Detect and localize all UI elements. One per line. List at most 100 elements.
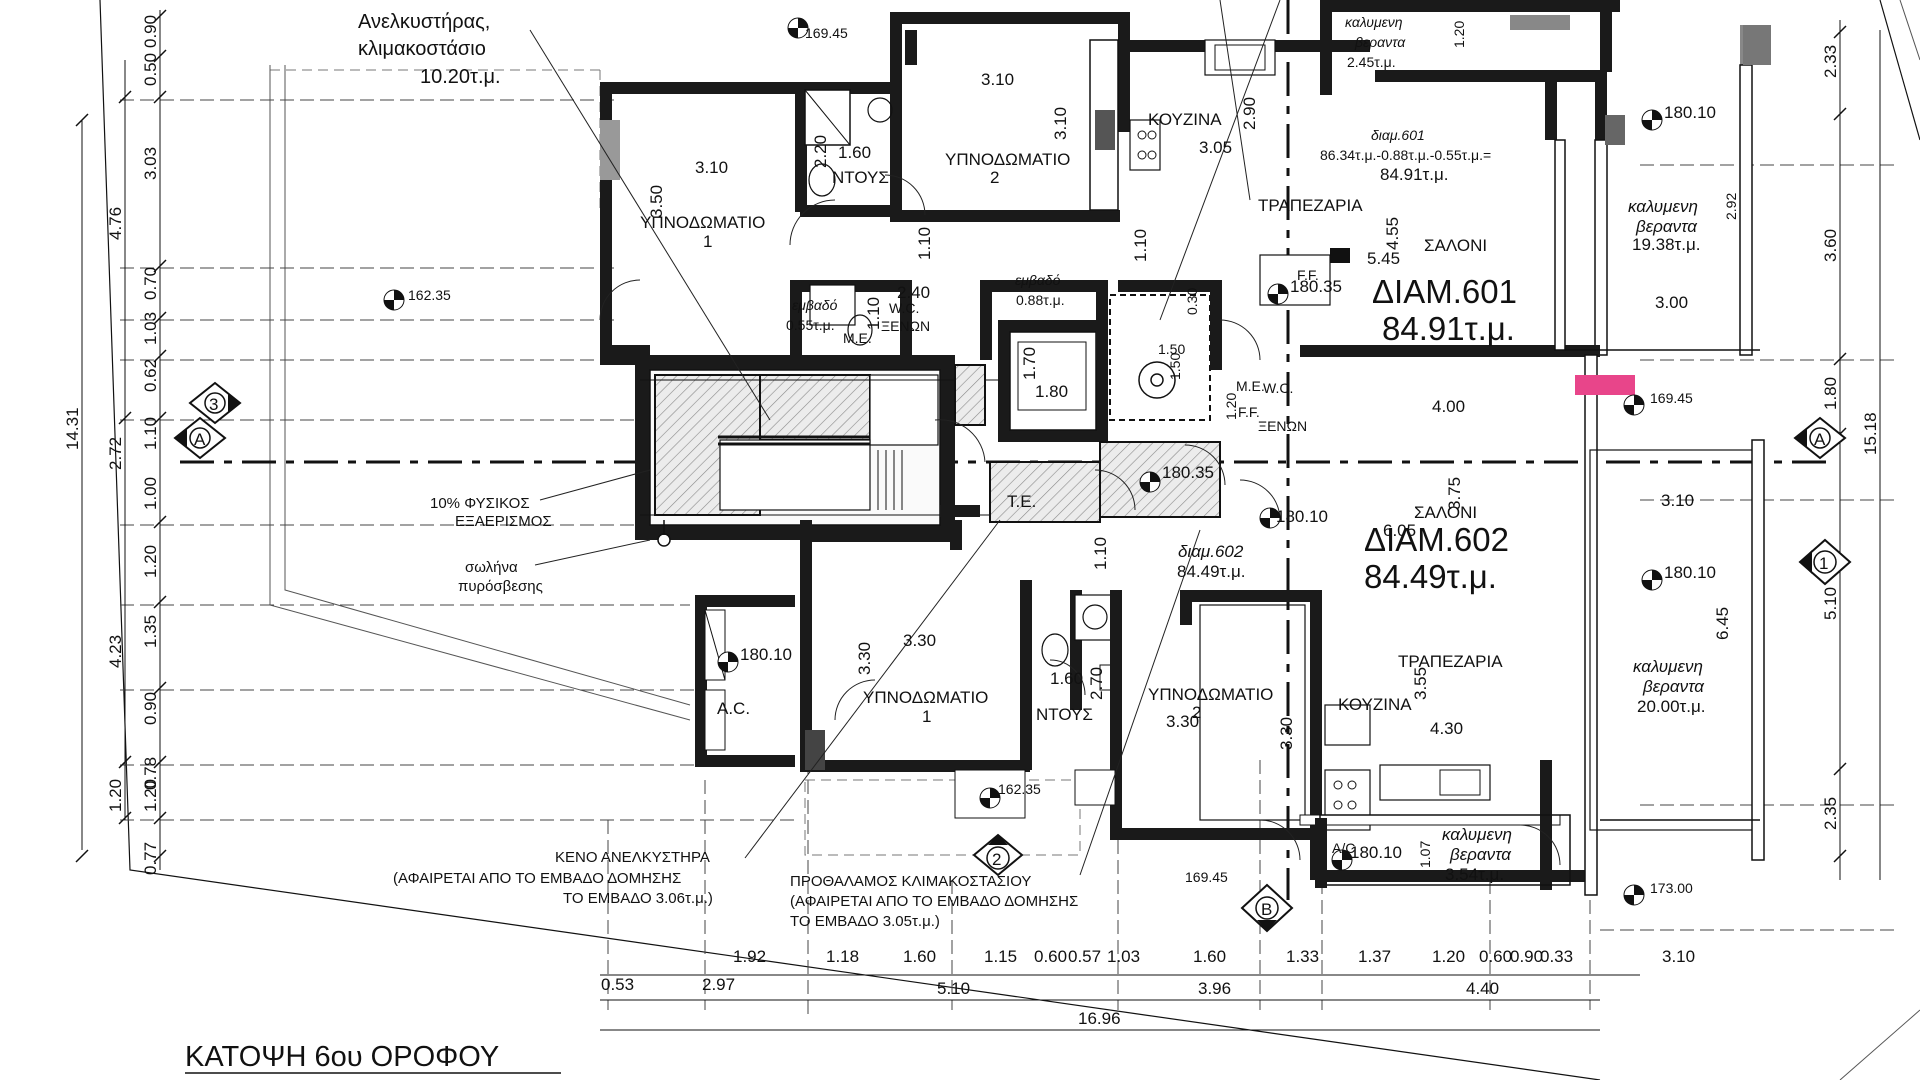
dim-left-2: 0.50 [141,53,160,86]
dim-bottom-r2-4: 3.96 [1198,979,1231,998]
dim-left-9: 1.20 [141,545,160,578]
apartment-602-labels: Τ.Ε. ΥΠΝΟΔΩΜΑΤΙΟ 1 ΥΠΝΟΔΩΜΑΤΙΟ 2 ΝΤΟΥΣ Κ… [717,378,1706,884]
calc-602-title: διαμ.602 [1178,542,1244,561]
dim-left-1: 0.90 [141,15,160,48]
dim-bottom-r2-1: 0.53 [601,975,634,994]
dim-1-07: 1.07 [1417,841,1433,868]
room-dining-601: ΤΡΑΠΕΖΑΡΙΑ [1258,196,1363,215]
dim-left-12: 0.78 [141,757,160,790]
dim-0-30: 0.30 [1184,288,1200,315]
annotation-elevator: Ανελκυστήρας, κλιμακοστάσιο 10.20τ.μ. [358,11,501,88]
dim-1-60-shower602: 1.60 [1050,669,1083,688]
room-bedroom-2-601: ΥΠΝΟΔΩΜΑΤΙΟ [945,150,1070,169]
room-living-602: ΣΑΛΟΝΙ [1414,503,1477,522]
apartment-601-name: ΔΙΑΜ.601 [1372,273,1517,310]
dim-left-3: 3.03 [141,147,160,180]
dim-bottom-2: 1.18 [826,947,859,966]
room-bedroom-1-602: ΥΠΝΟΔΩΜΑΤΙΟ [863,688,988,707]
site-boundary [99,0,1920,1080]
ff-core: F.F. [1238,404,1260,420]
level-162-35-left: 162.35 [408,287,451,303]
grid-marker-3: 3 [188,381,242,425]
annotation-stair-lobby-line3: ΤΟ ΕΜΒΑΔΟ 3.05τ.μ.) [790,913,940,930]
level-169-45-bottom: 169.45 [1185,869,1228,885]
lower-floor-outline [269,65,691,721]
grid-marker-A-right-label: A [1814,430,1826,449]
dim-bottom-1: 1.92 [733,947,766,966]
annotation-stair-lobby: ΠΡΟΘΑΛΑΜΟΣ ΚΛΙΜΑΚΟΣΤΑΣΙΟΥ (ΑΦΑΙΡΕΤΑΙ ΑΠΟ… [790,873,1078,930]
dim-bottom-15: 3.10 [1662,947,1695,966]
grid-marker-3-label: 3 [209,395,218,414]
dim-bottom-8: 1.60 [1193,947,1226,966]
calc-601-formula: 86.34τ.μ.-0.88τ.μ.-0.55τ.μ.= [1320,147,1491,163]
dim-bottom-6: 0.57 [1068,947,1101,966]
dim-2-20: 2.20 [811,135,830,168]
dim-bottom-9: 1.33 [1286,947,1319,966]
dim-bottom-r2-5: 4.40 [1466,979,1499,998]
grid-marker-A-left: A [173,416,227,460]
room-kitchen-601: ΚΟΥΖΙΝΑ [1148,110,1222,129]
dim-right-overall: 15.18 [1861,412,1880,455]
room-bedroom-1-602-num: 1 [922,707,931,726]
level-180-10-ac: 180.10 [740,645,792,664]
room-te: Τ.Ε. [1007,492,1036,511]
grid-marker-1-label: 1 [1819,554,1828,573]
embado-601-value: 0.88τ.μ. [1016,292,1065,308]
dim-bottom-4: 1.15 [984,947,1017,966]
dim-6-05: 6.05 [1383,521,1416,540]
dim-left-8: 1.00 [141,477,160,510]
grid-marker-B: B [1240,883,1294,933]
annotation-fire-pipe-line2: πυρόσβεσης [458,578,543,595]
veranda-south-602-a: καλυμενη [1442,825,1512,844]
dim-2-90: 2.90 [1240,97,1259,130]
dim-left-4: 0.70 [141,267,160,300]
dim-1-70: 1.70 [1020,347,1039,380]
apartment-601-walls [600,0,1771,370]
dim-bottom-overall: 16.96 [1078,1009,1121,1028]
veranda-east-602-area: 20.00τ.μ. [1637,697,1706,716]
grid-markers: 3 A A 1 2 B [173,381,1852,933]
dim-bottom-5: 0.60 [1034,947,1067,966]
dim-bottom-11: 1.20 [1432,947,1465,966]
embado-a-value: 0.55τ.μ. [786,317,835,333]
annotation-ventilation-line1: 10% ΦΥΣΙΚΟΣ [430,495,530,512]
dim-4-55: 4.55 [1383,217,1402,250]
veranda-top-601-a: καλυμενη [1345,14,1403,30]
dim-3-75: 3.75 [1445,477,1464,510]
dim-1-10-b: 1.10 [1131,229,1150,262]
dim-3-10-602: 3.10 [1661,491,1694,510]
dim-left-5: 1.03 [141,312,160,345]
veranda-east-602-b: βεραντα [1642,677,1705,696]
dim-left-overall: 14.31 [63,407,82,450]
annotation-elevator-line1: Ανελκυστήρας, [358,11,490,33]
level-180-10-veranda-602: 180.10 [1664,563,1716,582]
dim-6-45: 6.45 [1713,607,1732,640]
level-180-10-veranda-601: 180.10 [1664,103,1716,122]
veranda-east-601-area: 19.38τ.μ. [1632,235,1701,254]
calc-601-result: 84.91τ.μ. [1380,165,1449,184]
room-bedroom-2-601-num: 2 [990,168,999,187]
annotation-elevator-line3: 10.20τ.μ. [420,66,501,88]
calc-602-result: 84.49τ.μ. [1177,562,1246,581]
stair-core [635,294,1221,540]
dim-1-80: 1.80 [1035,382,1068,401]
dim-right-4: 5.10 [1821,587,1840,620]
dim-3-30-v1: 3.30 [855,642,874,675]
dim-right-1: 2.33 [1821,45,1840,78]
embado-601-label: εμβαδό [1015,272,1061,288]
drawing-title: ΚΑΤΟΨΗ 6ου ΟΡΟΦΟΥ [185,1041,499,1073]
level-180-10-ac2: 180.10 [1350,843,1402,862]
leader-lines [529,0,1281,876]
level-180-35-601: 180.35 [1290,277,1342,296]
dim-left-total-4: 1.20 [106,779,125,812]
level-markers: 169.45 162.35 180.35 180.10 169.45 180.3… [383,17,1716,906]
room-guest-601-label: ΞΕΝΩΝ [881,318,930,334]
dim-bottom-14: 0.33 [1540,947,1573,966]
room-shower-601: ΝΤΟΥΣ [832,168,889,187]
annotation-elevator-void: ΚΕΝΟ ΑΝΕΛΚΥΣΤΗΡΑ (ΑΦΑΙΡΕΤΑΙ ΑΠΟ ΤΟ ΕΜΒΑΔ… [393,849,713,907]
dim-bottom-12: 0.60 [1479,947,1512,966]
level-162-35-bottom: 162.35 [998,781,1041,797]
dim-bottom-13: 0.90 [1510,947,1543,966]
annotation-stair-lobby-line2: (ΑΦΑΙΡΕΤΑΙ ΑΠΟ ΤΟ ΕΜΒΑΔΟ ΔΟΜΗΣΗΣ [790,893,1078,910]
